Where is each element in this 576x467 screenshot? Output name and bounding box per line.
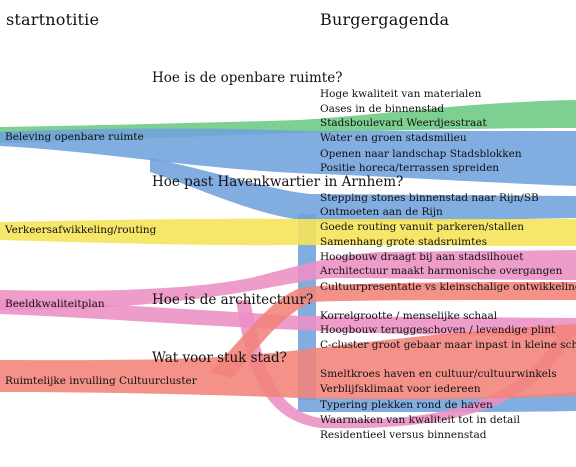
target-hoge-kwaliteit: Hoge kwaliteit van materialen [320, 88, 482, 100]
target-typering-plekken: Typering plekken rond de haven [320, 399, 493, 411]
target-hoogbouw-plint: Hoogbouw teruggeschoven / levendige plin… [320, 324, 556, 336]
target-c-cluster-gebaar: C-cluster groot gebaar maar inpast in kl… [320, 339, 576, 351]
target-oases: Oases in de binnenstad [320, 103, 445, 115]
target-verblijfsklimaat: Verblijfsklimaat voor iedereen [320, 383, 481, 395]
target-waarmaken-kwaliteit: Waarmaken van kwaliteit tot in detail [320, 414, 520, 426]
target-architectuur-overgangen: Architectuur maakt harmonische overgange… [320, 265, 563, 277]
question-havenkwartier: Hoe past Havenkwartier in Arnhem? [152, 174, 404, 190]
source-verkeersafwikkeling: Verkeersafwikkeling/routing [5, 224, 157, 236]
source-cultuurcluster: Ruimtelijke invulling Cultuurcluster [5, 375, 197, 387]
flow-pink-to-korrel [0, 300, 576, 336]
flow-salmon-to-cclusters [0, 324, 576, 400]
target-smeltkroes: Smeltkroes haven en cultuur/cultuurwinke… [320, 368, 557, 380]
question-openbare-ruimte: Hoe is de openbare ruimte? [152, 70, 343, 86]
target-water-en-groen: Water en groen stadsmilieu [320, 132, 467, 144]
question-stuk-stad: Wat voor stuk stad? [152, 350, 287, 366]
target-stepping-stones: Stepping stones binnenstad naar Rijn/SB [320, 192, 539, 204]
question-architectuur: Hoe is de architectuur? [152, 292, 314, 308]
target-samenhang-stadsruimtes: Samenhang grote stadsruimtes [320, 236, 487, 248]
target-goede-routing: Goede routing vanuit parkeren/stallen [320, 221, 525, 233]
target-stadsboulevard: Stadsboulevard Weerdjesstraat [320, 117, 487, 129]
header-startnotitie: startnotitie [6, 10, 100, 29]
flow-blue-to-stepping [150, 158, 576, 222]
source-beeldkwaliteitplan: Beeldkwaliteitplan [5, 298, 105, 310]
flow-pink-to-hoogbouw [0, 250, 576, 310]
target-positie-horeca: Positie horeca/terrassen spreiden [320, 162, 500, 174]
flow-yellow-to-routing [0, 218, 576, 246]
source-beleving-openbare-ruimte: Beleving openbare ruimte [5, 131, 144, 143]
header-burgeragenda: Burgergagenda [320, 10, 450, 29]
target-korrelgrootte: Korrelgrootte / menselijke schaal [320, 310, 498, 322]
target-hoogbouw-silhouet: Hoogbouw draagt bij aan stadsilhouet [320, 251, 524, 263]
flow-salmon-to-cultuurpresentatie [210, 282, 576, 378]
target-cultuurpresentatie: Cultuurpresentatie vs kleinschalige ontw… [320, 281, 576, 293]
target-ontmoeten-rijn: Ontmoeten aan de Rijn [320, 206, 443, 218]
target-residentieel: Residentieel versus binnenstad [320, 429, 487, 441]
target-openen-landschap: Openen naar landschap Stadsblokken [320, 148, 522, 160]
flow-blue-to-water [0, 128, 576, 186]
